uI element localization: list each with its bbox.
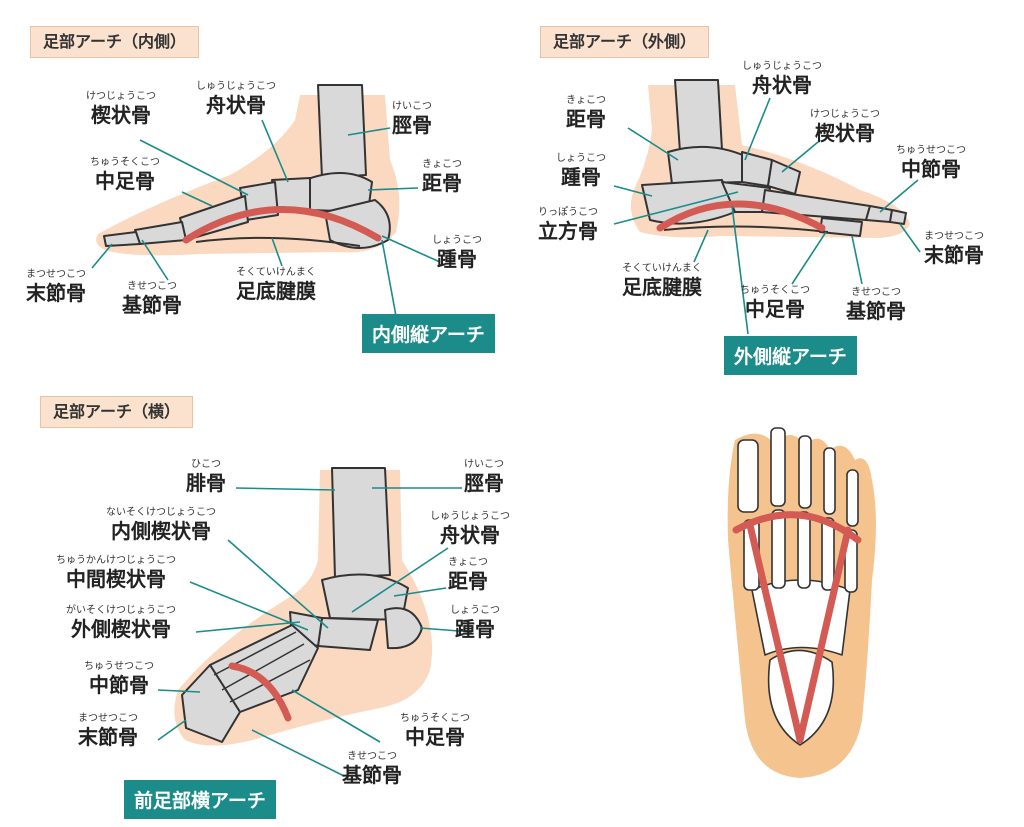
plantar-toe-4 bbox=[823, 447, 836, 515]
transverse-arch-tag: 前足部横アーチ bbox=[124, 780, 276, 819]
medial-navicular-label: しゅうじょうこつ 舟状骨 bbox=[196, 81, 276, 117]
transverse-middle-phalanx-label: ちゅうせつこつ 中節骨 bbox=[84, 661, 154, 697]
lateral-navicular-label: しゅうじょうこつ 舟状骨 bbox=[742, 61, 822, 97]
transverse-metatarsal-label: ちゅうそくこつ 中足骨 bbox=[400, 713, 470, 749]
transverse-tibia-label: けいこつ 脛骨 bbox=[464, 459, 504, 495]
lateral-talus bbox=[667, 145, 746, 185]
lateral-distal-phalanx bbox=[889, 209, 907, 225]
medial-distal-phalanx bbox=[103, 231, 141, 247]
plantar-toe-2 bbox=[770, 427, 786, 507]
lateral-plantar-fascia bbox=[663, 225, 829, 233]
medial-tibia-label: けいこつ 脛骨 bbox=[392, 101, 432, 137]
medial-plantar-fascia-label: そくていけんまく 足底腱膜 bbox=[236, 267, 316, 303]
lateral-arch-tag: 外側縦アーチ bbox=[724, 336, 857, 375]
lateral-panel-title: 足部アーチ（外側） bbox=[540, 26, 710, 58]
plantar-arch-triangle bbox=[746, 521, 852, 744]
medial-panel-title: 足部アーチ（内側） bbox=[30, 26, 200, 58]
transverse-leader-lines bbox=[157, 487, 473, 777]
lateral-distal-phalanx-label: まつせつこつ 末節骨 bbox=[924, 231, 984, 267]
lateral-cuboid-label: りっぽうこつ 立方骨 bbox=[538, 207, 598, 243]
medial-metatarsal-label: ちゅうそくこつ 中足骨 bbox=[90, 157, 160, 193]
lateral-calcaneus-label: しょうこつ 踵骨 bbox=[556, 153, 606, 189]
lateral-foot-illustration bbox=[613, 79, 921, 335]
lateral-middle-phalanx bbox=[865, 205, 893, 223]
lateral-cuneiform-label: けつじょうこつ 楔状骨 bbox=[810, 109, 880, 145]
transverse-metatarsal-lines bbox=[213, 631, 311, 703]
transverse-lateral-cuneiform-label: がいそくけつじょうこつ 外側楔状骨 bbox=[66, 605, 176, 641]
transverse-intermediate-cuneiform-label: ちゅうかんけつじょうこつ 中間楔状骨 bbox=[56, 555, 176, 591]
lateral-arch-curve bbox=[656, 200, 826, 232]
transverse-calcaneus-label: しょうこつ 踵骨 bbox=[450, 605, 500, 641]
transverse-navicular-label: しゅうじょうこつ 舟状骨 bbox=[430, 511, 510, 547]
medial-plantar-fascia bbox=[195, 236, 361, 247]
transverse-proximal-phalanx-label: きせつこつ 基節骨 bbox=[342, 751, 402, 787]
medial-tibia bbox=[317, 84, 367, 179]
medial-proximal-phalanx-label: きせつこつ 基節骨 bbox=[122, 281, 182, 317]
lateral-leader-lines bbox=[613, 97, 921, 335]
plantar-toe-1 bbox=[737, 439, 759, 513]
medial-calcaneus-label: しょうこつ 踵骨 bbox=[432, 235, 482, 271]
transverse-navicular bbox=[317, 617, 379, 651]
lateral-talus-label: きょこつ 距骨 bbox=[566, 95, 606, 131]
lateral-middle-phalanx-label: ちゅうせつこつ 中節骨 bbox=[896, 145, 966, 181]
medial-arch-tag: 内側縦アーチ bbox=[362, 314, 495, 353]
transverse-medial-cuneiform-label: ないそくけつじょうこつ 内側楔状骨 bbox=[106, 507, 216, 543]
medial-talus-label: きょこつ 距骨 bbox=[422, 159, 462, 195]
lateral-tibia bbox=[674, 79, 723, 153]
transverse-tibia bbox=[331, 467, 391, 579]
plantar-toe-5 bbox=[846, 469, 859, 527]
transverse-arch-curve bbox=[228, 662, 292, 722]
plantar-metatarsal-4 bbox=[821, 517, 835, 591]
medial-cuneiform-label: けつじょうこつ 楔状骨 bbox=[86, 91, 156, 127]
medial-distal-phalanx-label: まつせつこつ 末節骨 bbox=[26, 269, 86, 305]
lateral-metatarsal-label: ちゅうそくこつ 中足骨 bbox=[740, 285, 810, 321]
plantar-toe-3 bbox=[798, 435, 812, 509]
plantar-metatarsal-2 bbox=[771, 509, 786, 589]
transverse-foot-illustration bbox=[157, 467, 473, 777]
transverse-distal-phalanx-label: まつせつこつ 末節骨 bbox=[78, 713, 138, 749]
transverse-talus-label: きょこつ 距骨 bbox=[448, 557, 488, 593]
lateral-plantar-fascia-label: そくていけんまく 足底腱膜 bbox=[622, 263, 702, 299]
plantar-metatarsal-3 bbox=[797, 511, 811, 589]
transverse-panel-title: 足部アーチ（横） bbox=[40, 396, 194, 428]
transverse-fibula-label: ひこつ 腓骨 bbox=[186, 459, 226, 495]
medial-arch-curve bbox=[182, 206, 382, 244]
plantar-foot-illustration bbox=[727, 427, 876, 778]
transverse-phalanges bbox=[181, 664, 241, 743]
medial-leader-lines bbox=[91, 119, 441, 317]
medial-foot-illustration bbox=[91, 84, 441, 317]
lateral-proximal-phalanx-label: きせつこつ 基節骨 bbox=[846, 287, 906, 323]
lateral-proximal-phalanx bbox=[819, 217, 863, 237]
